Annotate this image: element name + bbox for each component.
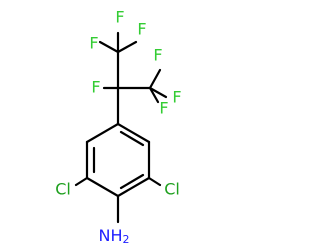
fluorine-upper-left: F (115, 8, 124, 27)
bond-right-cf3-to-f-right (148, 86, 168, 99)
fluorine-center: F (91, 78, 100, 97)
bond-upper-cf3-to-f-top-left (98, 40, 120, 54)
atom-labels: F F F F F F F Cl Cl NH2 (55, 8, 181, 247)
amine-group-label: NH2 (99, 226, 130, 247)
bond-upper-cf3-to-f-top-right (116, 40, 138, 54)
amine-symbol: NH (99, 226, 123, 245)
ring-bond-bottom-right (116, 176, 151, 198)
bond-ring-to-cl-right (147, 176, 162, 187)
bond-ring-to-cl-left (74, 176, 89, 187)
structure-canvas: F F F F F F F Cl Cl NH2 (55, 8, 181, 247)
bond-lines (74, 31, 168, 224)
chlorine-left: Cl (55, 180, 71, 199)
fluorine-right: F (172, 88, 181, 107)
ring-double-bond-lower-right (119, 173, 145, 190)
molecule-diagram: F F F F F F F Cl Cl NH2 (55, 7, 182, 247)
ring-bond-bottom-left (85, 176, 120, 198)
ring-bond-top-right (116, 122, 151, 144)
ring-double-bond-upper-right (119, 130, 145, 147)
fluorine-top-right: F (137, 20, 146, 39)
fluorine-right-bottom: F (159, 99, 168, 118)
fluorine-right-top: F (153, 46, 162, 65)
amine-subscript: 2 (123, 233, 130, 246)
bond-right-cf3-to-f-right-top (148, 68, 162, 90)
fluorine-top-left: F (89, 34, 98, 53)
chlorine-right: Cl (164, 180, 180, 199)
bond-right-cf3-to-f-right-bottom (148, 86, 160, 104)
ring-bond-top-left (85, 122, 120, 144)
